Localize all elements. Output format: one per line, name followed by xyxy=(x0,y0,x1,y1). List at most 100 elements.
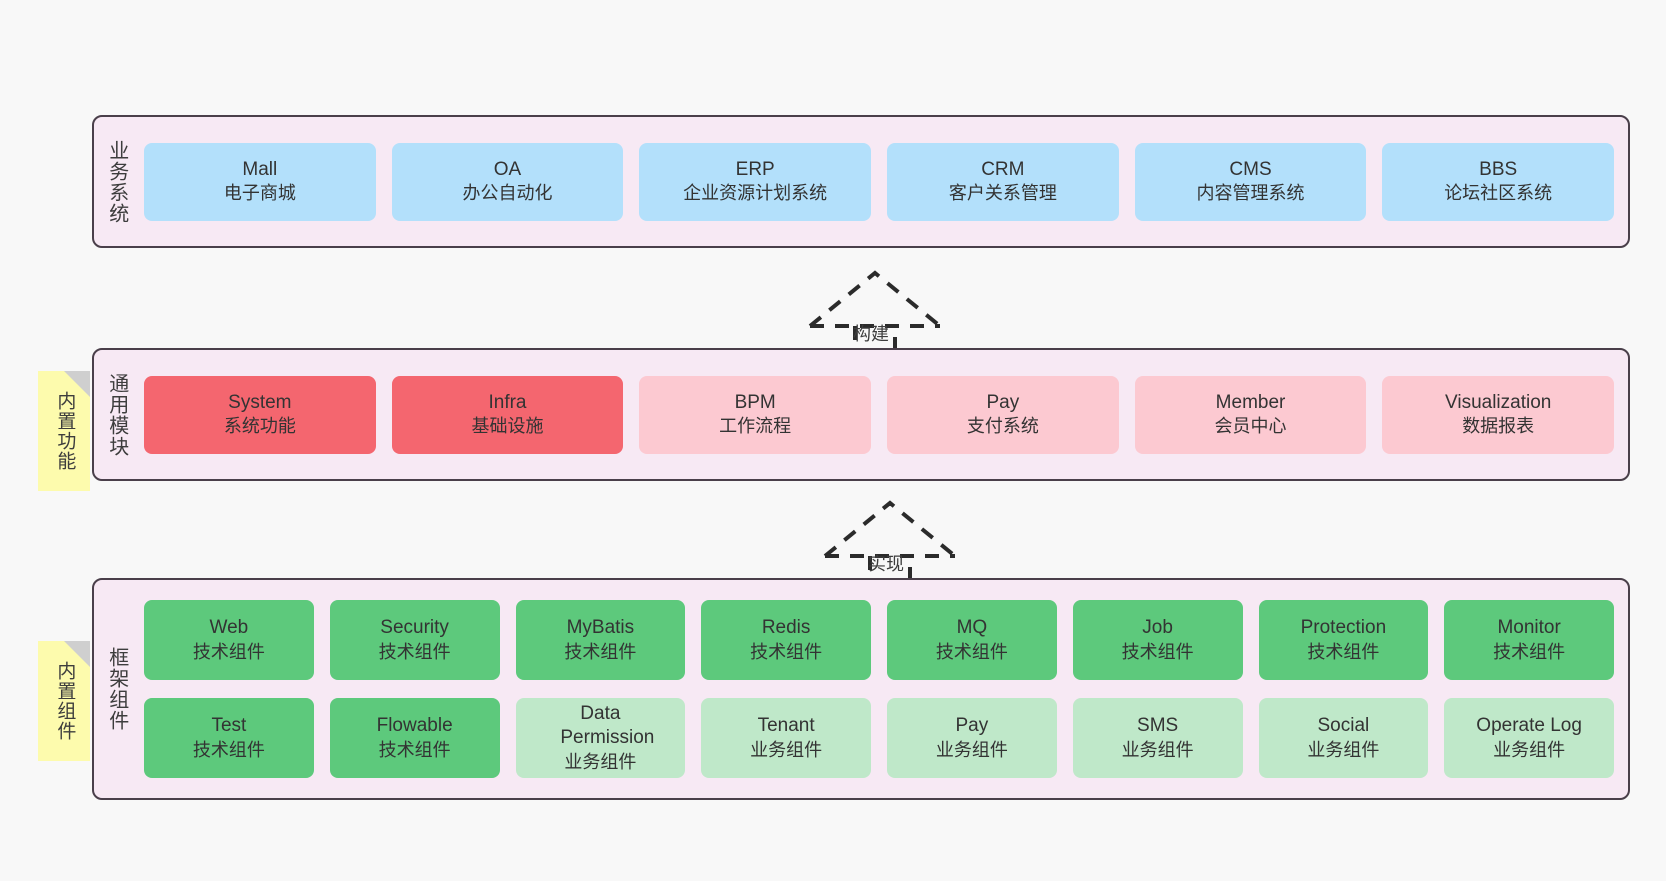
node-name: Monitor xyxy=(1497,617,1561,639)
node-visualization[interactable]: Visualization 数据报表 xyxy=(1382,375,1615,454)
node-name: Operate Log xyxy=(1476,715,1582,737)
node-name: CMS xyxy=(1229,158,1272,180)
node-name: Data Permission xyxy=(560,703,655,749)
node-mybatis[interactable]: MyBatis 技术组件 xyxy=(515,600,686,680)
node-security[interactable]: Security 技术组件 xyxy=(329,600,500,680)
node-name: MyBatis xyxy=(566,617,635,639)
node-name: Pay xyxy=(986,391,1020,413)
node-name: Social xyxy=(1317,715,1370,737)
node-desc: 客户关系管理 xyxy=(948,183,1057,204)
node-desc: 数据报表 xyxy=(1462,416,1535,437)
node-desc: 业务组件 xyxy=(935,739,1008,760)
arrowhead-open-triangle xyxy=(808,270,942,328)
layer-body-business-system: Mall 电子商城 OA 办公自动化 ERP 企业资源计划系统 CRM 客户关系… xyxy=(138,117,1628,246)
layer-title-framework-component: 框架组件 xyxy=(105,647,128,731)
node-desc: 技术组件 xyxy=(192,739,265,760)
node-desc: 内容管理系统 xyxy=(1196,183,1305,204)
note-text: 内置功能 xyxy=(54,391,76,471)
node-name: Test xyxy=(211,715,247,737)
node-name: Flowable xyxy=(376,715,453,737)
node-desc: 技术组件 xyxy=(378,739,451,760)
node-monitor[interactable]: Monitor 技术组件 xyxy=(1444,600,1614,680)
node-name: Web xyxy=(209,617,249,639)
node-name: SMS xyxy=(1137,715,1179,737)
node-cms[interactable]: CMS 内容管理系统 xyxy=(1134,142,1367,221)
node-redis[interactable]: Redis 技术组件 xyxy=(701,600,871,680)
node-name: OA xyxy=(493,158,522,180)
note-built-in-component: 内置组件 xyxy=(38,641,90,761)
node-pay-module[interactable]: Pay 支付系统 xyxy=(887,375,1119,454)
node-name: MQ xyxy=(956,617,988,639)
layer-title-business-system: 业务系统 xyxy=(105,139,128,224)
connector-implement: 实现 xyxy=(815,498,965,588)
node-name: BBS xyxy=(1479,158,1518,180)
node-row: System 系统功能 Infra 基础设施 BPM 工作流程 Pay 支付系统… xyxy=(144,375,1615,454)
node-desc: 技术组件 xyxy=(935,641,1008,662)
node-erp[interactable]: ERP 企业资源计划系统 xyxy=(639,142,872,221)
node-name: Visualization xyxy=(1445,391,1552,413)
node-oa[interactable]: OA 办公自动化 xyxy=(391,142,624,221)
node-desc: 电子商城 xyxy=(223,183,296,204)
node-job[interactable]: Job 技术组件 xyxy=(1072,600,1243,680)
node-desc: 系统功能 xyxy=(223,416,296,437)
node-name: Infra xyxy=(488,391,527,413)
node-mq[interactable]: MQ 技术组件 xyxy=(887,600,1057,680)
node-row: Mall 电子商城 OA 办公自动化 ERP 企业资源计划系统 CRM 客户关系… xyxy=(144,142,1615,221)
layer-common-module: 通用模块 System 系统功能 Infra 基础设施 BPM 工作流程 Pay… xyxy=(92,348,1630,481)
node-name: CRM xyxy=(981,158,1025,180)
node-data-permission[interactable]: Data Permission 业务组件 xyxy=(515,698,686,778)
node-desc: 技术组件 xyxy=(1121,641,1194,662)
node-name: System xyxy=(228,391,292,413)
node-crm[interactable]: CRM 客户关系管理 xyxy=(887,142,1119,221)
node-flowable[interactable]: Flowable 技术组件 xyxy=(329,698,500,778)
node-desc: 基础设施 xyxy=(471,416,544,437)
note-built-in-function: 内置功能 xyxy=(38,371,90,491)
connector-label-build: 构建 xyxy=(853,324,889,344)
node-desc: 办公自动化 xyxy=(462,183,553,204)
note-text: 内置组件 xyxy=(54,661,76,741)
node-desc: 技术组件 xyxy=(750,641,823,662)
node-system[interactable]: System 系统功能 xyxy=(144,375,376,454)
node-member[interactable]: Member 会员中心 xyxy=(1134,375,1367,454)
node-infra[interactable]: Infra 基础设施 xyxy=(391,375,624,454)
node-pay-component[interactable]: Pay 业务组件 xyxy=(887,698,1057,778)
node-desc: 企业资源计划系统 xyxy=(683,183,828,204)
node-name: BPM xyxy=(734,391,776,413)
node-bbs[interactable]: BBS 论坛社区系统 xyxy=(1382,142,1615,221)
layer-business-system: 业务系统 Mall 电子商城 OA 办公自动化 ERP 企业资源计划系统 CRM… xyxy=(92,115,1630,248)
layer-title-common-module: 通用模块 xyxy=(105,372,128,457)
node-desc: 业务组件 xyxy=(1121,739,1194,760)
node-name: Member xyxy=(1215,391,1286,413)
node-bpm[interactable]: BPM 工作流程 xyxy=(639,375,872,454)
node-desc: 技术组件 xyxy=(564,641,637,662)
node-desc: 论坛社区系统 xyxy=(1444,183,1553,204)
node-name: Mall xyxy=(242,158,278,180)
node-name: Pay xyxy=(955,715,989,737)
node-protection[interactable]: Protection 技术组件 xyxy=(1258,600,1429,680)
node-sms[interactable]: SMS 业务组件 xyxy=(1072,698,1243,778)
node-test[interactable]: Test 技术组件 xyxy=(144,698,314,778)
node-name: Redis xyxy=(761,617,811,639)
connector-label-implement: 实现 xyxy=(868,554,904,574)
connector-build: 构建 xyxy=(800,268,950,358)
node-desc: 业务组件 xyxy=(564,751,637,772)
node-desc: 技术组件 xyxy=(1493,641,1566,662)
node-mall[interactable]: Mall 电子商城 xyxy=(144,142,376,221)
node-name: Security xyxy=(380,617,449,639)
node-desc: 业务组件 xyxy=(1493,739,1566,760)
node-desc: 技术组件 xyxy=(192,641,265,662)
node-desc: 支付系统 xyxy=(966,416,1039,437)
node-name: Protection xyxy=(1300,617,1387,639)
node-desc: 工作流程 xyxy=(719,416,792,437)
node-desc: 业务组件 xyxy=(1307,739,1380,760)
node-row: Web 技术组件 Security 技术组件 MyBatis 技术组件 Redi… xyxy=(144,600,1614,680)
node-name: ERP xyxy=(735,158,775,180)
layer-framework-component: 框架组件 Web 技术组件 Security 技术组件 MyBatis 技术组件… xyxy=(92,578,1630,800)
node-tenant[interactable]: Tenant 业务组件 xyxy=(701,698,871,778)
node-web[interactable]: Web 技术组件 xyxy=(144,600,314,680)
node-social[interactable]: Social 业务组件 xyxy=(1258,698,1429,778)
layer-body-framework-component: Web 技术组件 Security 技术组件 MyBatis 技术组件 Redi… xyxy=(138,580,1628,798)
layer-body-common-module: System 系统功能 Infra 基础设施 BPM 工作流程 Pay 支付系统… xyxy=(138,350,1628,479)
node-operate-log[interactable]: Operate Log 业务组件 xyxy=(1444,698,1614,778)
